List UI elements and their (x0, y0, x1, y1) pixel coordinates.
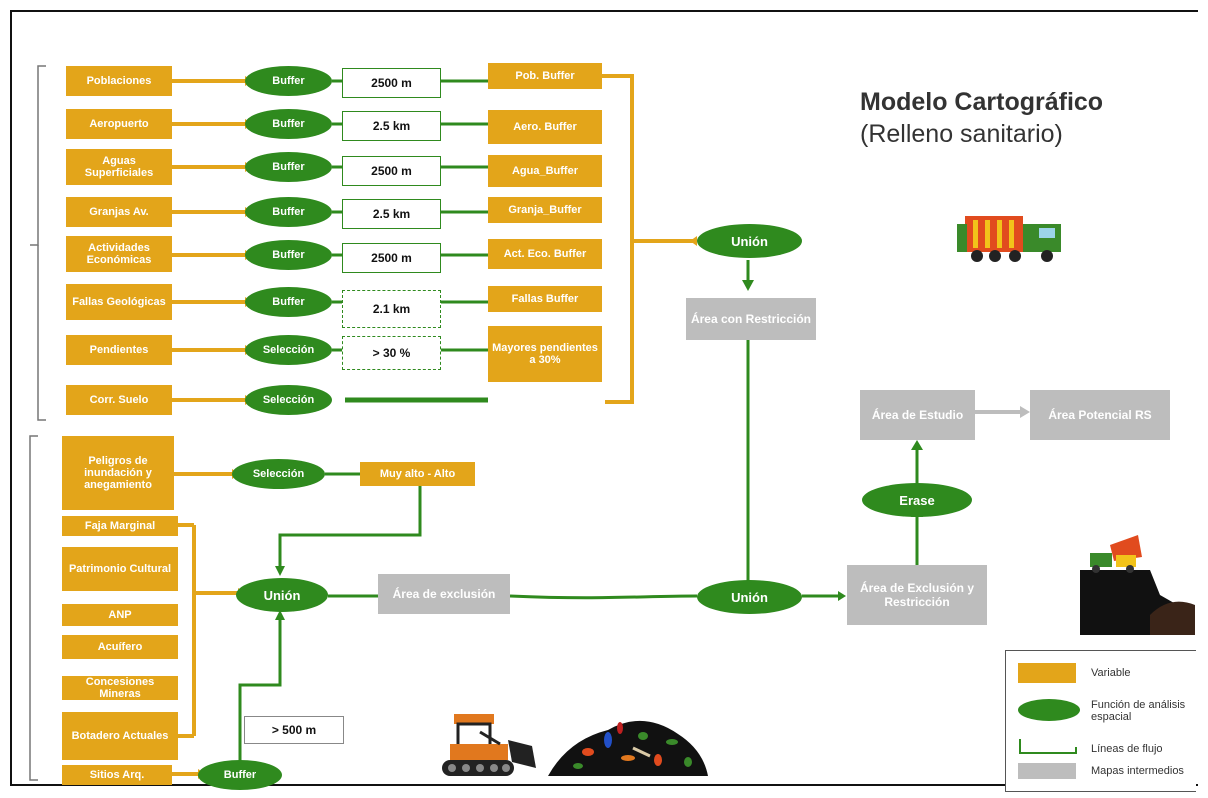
variable-patrimonio-cultural: Patrimonio Cultural (62, 547, 178, 591)
variable-sitios-arq: Sitios Arq. (62, 765, 172, 785)
variable-aeropuerto: Aeropuerto (66, 109, 172, 139)
variable-concesiones-mineras: Concesiones Mineras (62, 676, 178, 700)
title-line-2: (Relleno sanitario) (860, 120, 1063, 148)
waste-pile-icon (548, 720, 708, 776)
output-pob-buffer: Pob. Buffer (488, 63, 602, 89)
variable-aguas-superficiales: Aguas Superficiales (66, 149, 172, 185)
legend: Variable Función de análisis espacial Lí… (1005, 650, 1196, 792)
param-distance: 2500 m (342, 243, 441, 273)
function-seleccion: Selección (232, 459, 325, 489)
output-muy-alto-alto: Muy alto - Alto (360, 462, 475, 486)
map-area-exclusion: Área de exclusión (378, 574, 510, 614)
function-buffer: Buffer (245, 109, 332, 139)
param-distance: 2.5 km (342, 199, 441, 229)
map-area-estudio: Área de Estudio (860, 390, 975, 440)
function-buffer: Buffer (245, 240, 332, 270)
diagram-title: Modelo Cartográfico (Relleno sanitario) (860, 86, 1103, 150)
function-union-exclusion: Unión (236, 578, 328, 612)
legend-intermediate-swatch (1018, 763, 1076, 779)
param-distance: > 500 m (244, 716, 344, 744)
function-buffer: Buffer (245, 287, 332, 317)
param-distance: 2.5 km (342, 111, 441, 141)
variable-botadero-actuales: Botadero Actuales (62, 712, 178, 760)
map-area-potencial: Área Potencial RS (1030, 390, 1170, 440)
function-buffer: Buffer (198, 760, 282, 790)
legend-intermediate-label: Mapas intermedios (1091, 765, 1184, 777)
variable-granjas: Granjas Av. (66, 197, 172, 227)
function-union-restriccion: Unión (697, 224, 802, 258)
function-buffer: Buffer (245, 152, 332, 182)
output-act-eco-buffer: Act. Eco. Buffer (488, 239, 602, 269)
output-agua-buffer: Agua_Buffer (488, 155, 602, 187)
function-buffer: Buffer (245, 66, 332, 96)
variable-corr-suelo: Corr. Suelo (66, 385, 172, 415)
variable-actividades-economicas: Actividades Económicas (66, 236, 172, 272)
output-fallas-buffer: Fallas Buffer (488, 286, 602, 312)
param-distance: 2.1 km (342, 290, 441, 328)
variable-fallas-geologicas: Fallas Geológicas (66, 284, 172, 320)
legend-function-swatch (1018, 699, 1080, 721)
bulldozer-icon (442, 714, 536, 776)
map-area-restriccion: Área con Restricción (686, 298, 816, 340)
title-line-1: Modelo Cartográfico (860, 88, 1104, 116)
variable-anp: ANP (62, 604, 178, 626)
function-buffer: Buffer (245, 197, 332, 227)
garbage-truck-icon (957, 216, 1061, 262)
variable-faja-marginal: Faja Marginal (62, 516, 178, 536)
output-aero-buffer: Aero. Buffer (488, 110, 602, 144)
legend-variable-label: Variable (1091, 667, 1131, 679)
variable-poblaciones: Poblaciones (66, 66, 172, 96)
variable-acuifero: Acuífero (62, 635, 178, 659)
diagram-frame (10, 10, 1198, 786)
legend-variable-swatch (1018, 663, 1076, 683)
output-granja-buffer: Granja_Buffer (488, 197, 602, 223)
output-pendientes: Mayores pendientes a 30% (488, 326, 602, 382)
variable-pendientes: Pendientes (66, 335, 172, 365)
dump-truck-icon (1080, 535, 1195, 635)
function-seleccion: Selección (245, 335, 332, 365)
legend-function-label: Función de análisis espacial (1091, 699, 1186, 723)
function-seleccion: Selección (245, 385, 332, 415)
param-slope: > 30 % (342, 336, 441, 370)
function-union-final: Unión (697, 580, 802, 614)
legend-lines-label: Líneas de flujo (1091, 743, 1163, 755)
param-distance: 2500 m (342, 156, 441, 186)
legend-lines-swatch (1018, 739, 1078, 755)
param-distance: 2500 m (342, 68, 441, 98)
function-erase: Erase (862, 483, 972, 517)
variable-peligros-inundacion: Peligros de inundación y anegamiento (62, 436, 174, 510)
map-area-exclusion-restriccion: Área de Exclusión y Restricción (847, 565, 987, 625)
